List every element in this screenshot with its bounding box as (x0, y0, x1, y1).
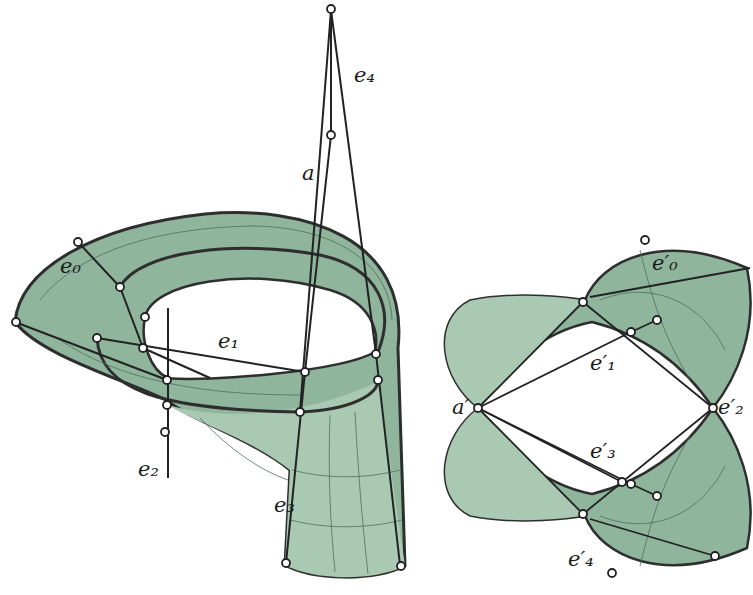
math-label: e₃ (272, 494, 297, 517)
math-label: e₄ (352, 64, 377, 87)
left-surface (15, 10, 405, 577)
right-surface (444, 250, 750, 566)
math-label: e′₄ (566, 548, 596, 571)
math-label: a (300, 162, 317, 185)
math-label: e₂ (136, 458, 161, 481)
math-label: e₁ (216, 330, 241, 353)
math-label: e′₁ (588, 352, 618, 375)
math-label: e₀ (58, 255, 83, 278)
marked-points (12, 5, 719, 577)
math-label: e′₃ (588, 440, 618, 463)
math-label: e′₀ (650, 252, 680, 275)
math-label: a′ (450, 396, 471, 419)
math-label: e′₂ (716, 396, 746, 419)
